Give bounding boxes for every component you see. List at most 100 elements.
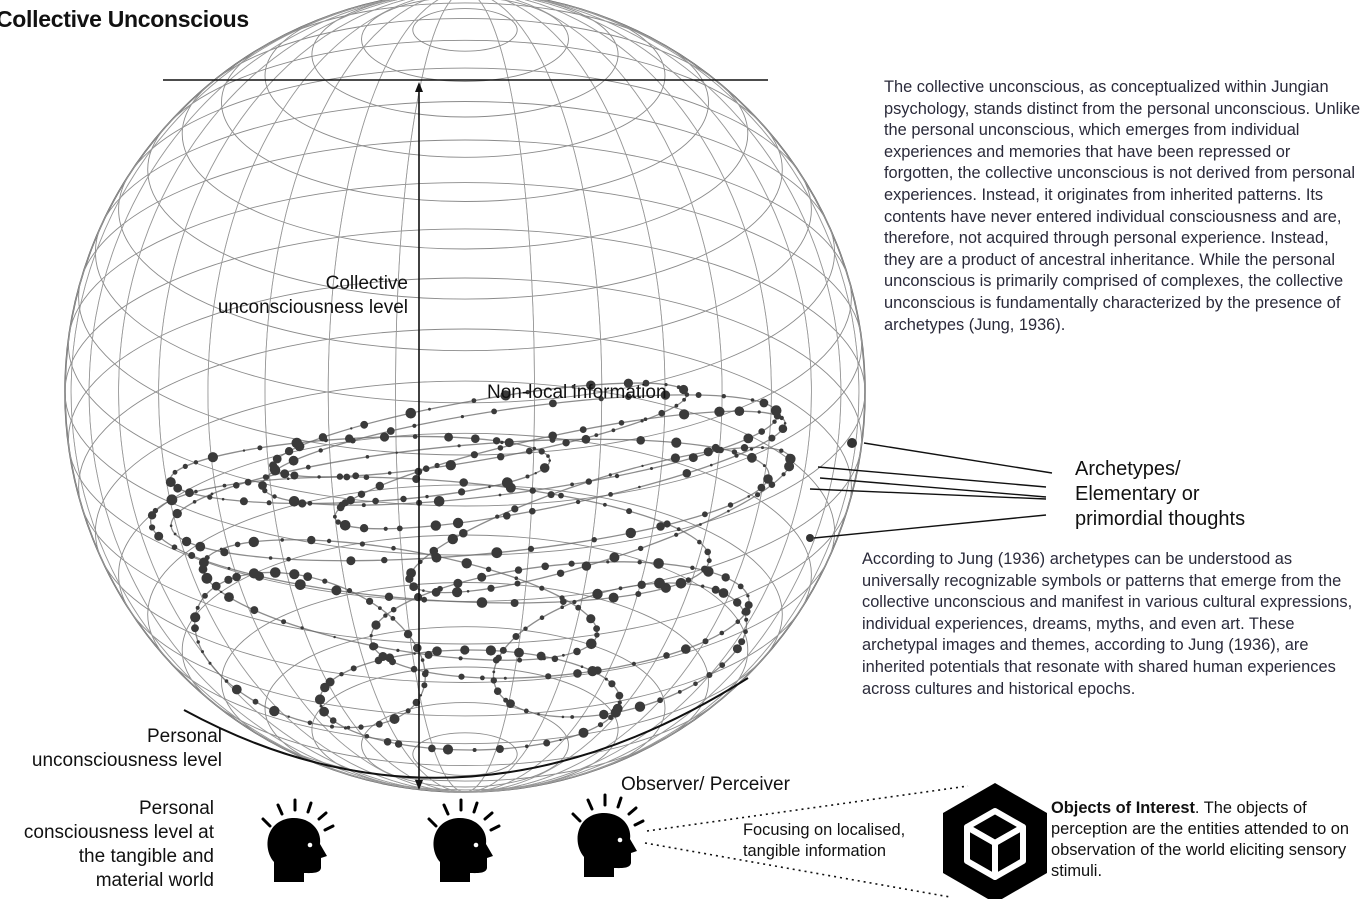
archetype-dot: [593, 625, 600, 632]
archetype-dot: [640, 419, 644, 423]
archetype-dot: [445, 460, 456, 471]
archetype-dot: [511, 505, 519, 513]
archetype-dot: [182, 463, 188, 469]
archetype-dot: [636, 436, 645, 445]
archetype-dot: [154, 531, 164, 541]
archetype-dot: [626, 508, 633, 515]
archetype-dot: [385, 653, 395, 663]
archetype-dots: [147, 378, 796, 755]
archetype-dot: [352, 472, 360, 480]
head-icon: [427, 798, 501, 882]
archetype-dot: [747, 452, 757, 463]
archetype-dot: [331, 585, 342, 596]
archetype-dot: [625, 393, 632, 401]
archetype-dot: [378, 606, 382, 610]
archetype-dot: [604, 677, 608, 681]
archetype-dot: [653, 558, 664, 569]
archetype-dot: [534, 472, 537, 475]
archetype-dot: [501, 477, 513, 489]
archetype-dot: [571, 384, 576, 389]
archetype-dot: [476, 597, 488, 608]
archetype-dot: [391, 545, 396, 551]
archetype-dot: [750, 398, 755, 402]
latitude-line: [147, 484, 783, 745]
orbit-trail: [370, 561, 750, 679]
archetype-dot: [559, 738, 562, 742]
archetype-dot: [172, 508, 182, 519]
latitude-line: [67, 277, 863, 602]
archetype-dot: [248, 568, 260, 579]
archetype-dot: [257, 445, 263, 451]
archetype-dot: [586, 614, 596, 624]
archetype-dot: [198, 557, 209, 568]
latitude-line: [221, 2, 709, 202]
archetype-dot: [711, 585, 720, 594]
archetype-dot: [603, 502, 607, 507]
archetype-dot-big: [847, 438, 857, 448]
archetype-dot: [405, 708, 411, 714]
archetype-dot: [495, 514, 500, 519]
archetype-dot: [460, 415, 464, 419]
archetype-dot: [701, 584, 705, 588]
archetype-dot: [503, 512, 511, 520]
archetype-dot: [317, 475, 321, 479]
archetype-dot: [703, 447, 713, 457]
archetype-dot: [289, 569, 300, 580]
archetype-dot: [192, 500, 197, 504]
archetype-dot: [594, 433, 599, 437]
archetype-dot: [506, 699, 515, 708]
archetype-dot: [749, 447, 754, 451]
archetype-dot: [562, 439, 570, 447]
archetype-dot: [770, 405, 782, 416]
archetype-dot: [307, 720, 313, 726]
archetypes-line3: primordial thoughts: [1075, 508, 1246, 530]
latitude-line: [94, 380, 836, 683]
archetype-dot-small: [806, 534, 814, 542]
archetype-dot: [634, 701, 646, 712]
archetype-dot: [459, 478, 469, 487]
archetype-dot: [499, 646, 507, 654]
archetype-dot: [594, 632, 600, 638]
archetype-dot: [421, 596, 428, 603]
archetype-dot: [702, 511, 708, 518]
latitude-line: [264, 626, 666, 791]
archetype-dot: [757, 410, 761, 414]
archetype-dot: [350, 427, 353, 430]
archetype-dot: [643, 417, 648, 422]
archetype-dot: [562, 653, 565, 657]
archetype-dot: [608, 473, 612, 477]
archetype-dot: [656, 522, 665, 531]
archetype-dot: [580, 665, 584, 668]
archetype-dot: [733, 598, 742, 607]
archetype-dot: [386, 427, 395, 435]
archetype-dot: [779, 415, 784, 421]
archetype-dot: [173, 532, 177, 536]
archetype-dot: [682, 397, 686, 402]
archetype-dot: [573, 669, 582, 678]
archetype-dot: [514, 647, 524, 658]
personal-con-line1: Personal: [139, 798, 214, 819]
archetype-dot: [280, 469, 290, 479]
archetype-dot: [612, 703, 623, 714]
archetype-dot: [615, 691, 624, 700]
archetype-dot: [510, 599, 519, 607]
archetype-dot: [269, 461, 278, 470]
archetype-dot: [740, 444, 749, 452]
archetype-dot: [286, 556, 291, 562]
archetype-dot: [744, 617, 749, 622]
archetype-dot: [298, 499, 307, 508]
archetype-dot: [710, 463, 713, 467]
archetype-dot: [755, 492, 761, 498]
archetype-dot: [719, 630, 725, 636]
archetype-dot: [500, 440, 504, 445]
archetype-dot: [149, 524, 156, 531]
archetype-dot: [679, 384, 689, 395]
archetype-dot: [746, 594, 750, 598]
archetype-dot: [674, 532, 679, 537]
archetype-dot: [452, 517, 464, 529]
archetype-dot: [281, 619, 287, 625]
archetype-dot: [242, 449, 246, 452]
objects-heading: Objects of Interest: [1051, 799, 1195, 817]
archetype-dot: [541, 562, 549, 571]
archetype-dot: [333, 514, 337, 519]
